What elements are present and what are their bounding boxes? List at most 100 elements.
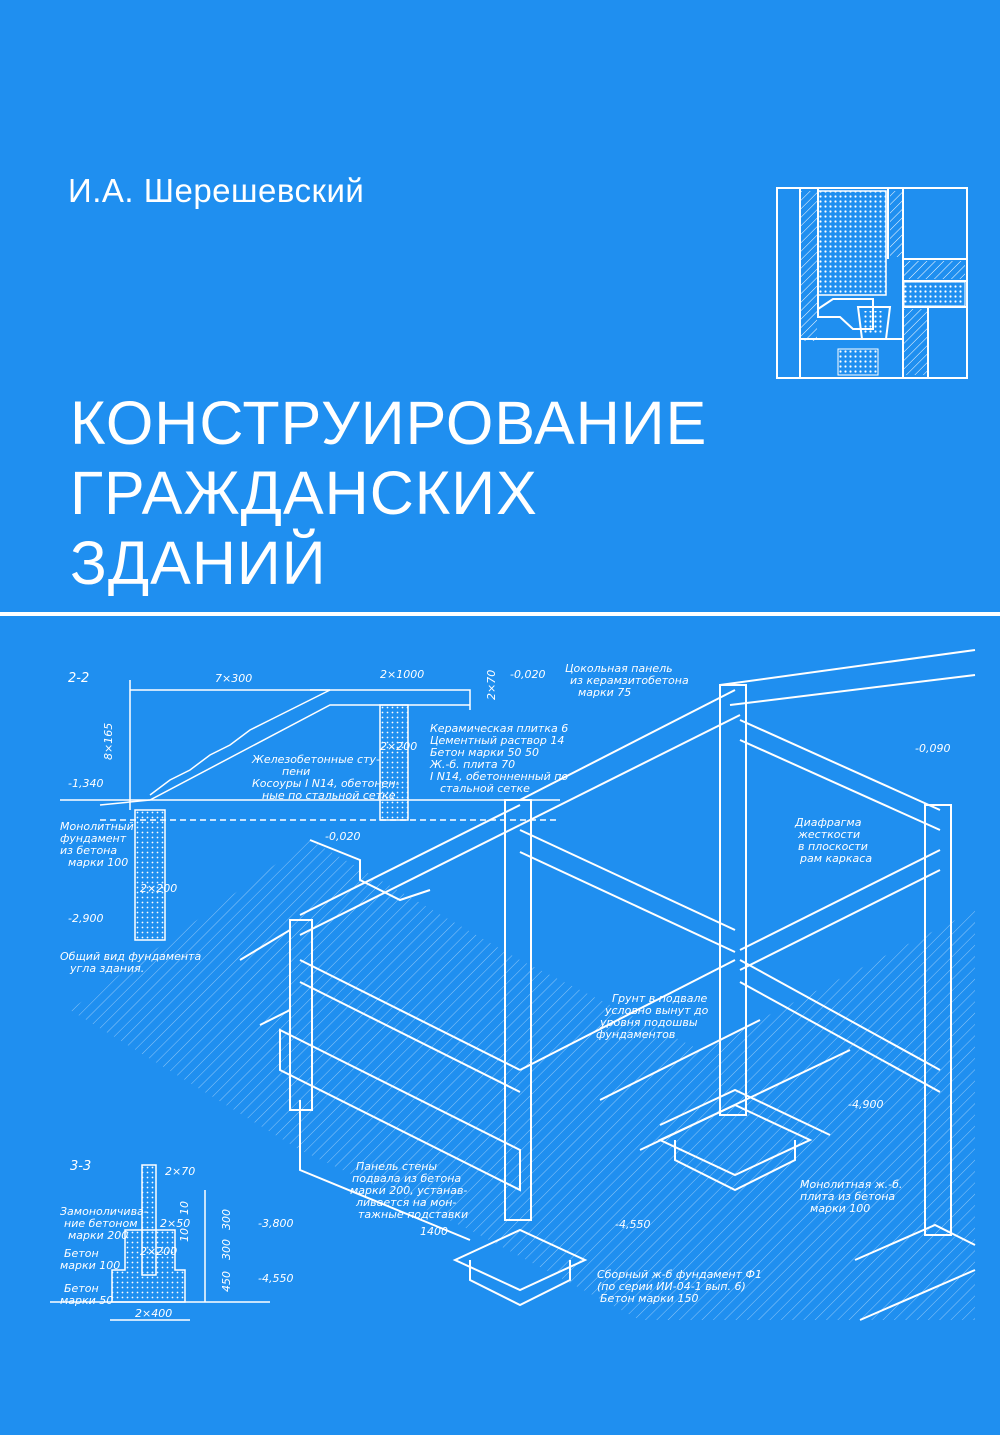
dim-2x200-c: 2×200 (140, 1245, 177, 1258)
level-1340: -1,340 (68, 777, 103, 790)
svg-text:(по серии ИИ-04-1 вып. 6): (по серии ИИ-04-1 вып. 6) (597, 1280, 746, 1293)
svg-text:из керамзитобетона: из керамзитобетона (570, 674, 689, 687)
dim-300-b: 300 (220, 1239, 233, 1260)
note-stairs: Железобетонные сту- пени Косоуры I N14, … (251, 753, 400, 802)
section-3-3-drawing (50, 1164, 270, 1321)
svg-text:тажные подставки: тажные подставки (358, 1208, 468, 1221)
svg-text:угла здания.: угла здания. (69, 962, 144, 975)
drawing-labels: 2-2 3-3 7×300 2×1000 8×165 2×200 2×200 2… (60, 662, 950, 1320)
svg-text:условно вынут до: условно вынут до (604, 1004, 709, 1017)
author-name: И.А. Шерешевский (68, 172, 365, 209)
note-ground: Грунт в подвале условно вынут до уровня … (596, 992, 709, 1041)
dim-2x200-a: 2×200 (380, 740, 417, 753)
note-slab: Монолитная ж.-б. плита из бетона марки 1… (800, 1178, 902, 1215)
frame-structure (239, 649, 976, 1321)
dim-450: 450 (220, 1271, 233, 1292)
section-2-2-label: 2-2 (68, 671, 89, 686)
level-3800: -3,800 (258, 1217, 293, 1230)
svg-text:марки 200: марки 200 (68, 1229, 128, 1242)
note-precast: Сборный ж-б фундамент Ф1 (по серии ИИ-04… (597, 1268, 762, 1305)
dim-8x165: 8×165 (102, 723, 115, 760)
svg-text:Бетон марки 50 50: Бетон марки 50 50 (430, 746, 539, 759)
level-4900: -4,900 (848, 1098, 883, 1111)
dim-10-b: 10 (178, 1228, 191, 1242)
wall-joint-detail-drawing (776, 187, 968, 379)
svg-text:Бетон: Бетон (64, 1247, 99, 1260)
svg-text:пени: пени (282, 765, 310, 778)
svg-text:Монолитный: Монолитный (60, 820, 134, 833)
svg-text:уровня подошвы: уровня подошвы (599, 1016, 698, 1029)
svg-text:Панель стены: Панель стены (356, 1160, 437, 1173)
note-concrete-200: Замоноличива- ние бетоном марки 200 (60, 1205, 148, 1242)
svg-text:Цементный раствор 14: Цементный раствор 14 (430, 734, 564, 747)
level-2900: -2,900 (68, 912, 103, 925)
level-0020-b: -0,020 (325, 830, 360, 843)
svg-text:Керамическая плитка 6: Керамическая плитка 6 (430, 722, 568, 735)
note-concrete-50: Бетон марки 50 (60, 1282, 113, 1307)
svg-text:Сборный ж-б фундамент Ф1: Сборный ж-б фундамент Ф1 (597, 1268, 762, 1281)
svg-text:стальной сетке: стальной сетке (440, 782, 530, 795)
svg-text:марки 50: марки 50 (60, 1294, 113, 1307)
dim-7x300: 7×300 (215, 672, 252, 685)
svg-text:марки 100: марки 100 (68, 856, 128, 869)
note-panel: Панель стены подвала из бетона марки 200… (350, 1160, 468, 1221)
svg-text:фундамент: фундамент (60, 832, 127, 845)
svg-text:плита из бетона: плита из бетона (800, 1190, 895, 1203)
svg-text:марки 100: марки 100 (810, 1202, 870, 1215)
svg-text:ливается на мон-: ливается на мон- (355, 1196, 456, 1209)
note-diaphragm: Диафрагма жесткости в плоскости рам карк… (794, 816, 872, 865)
dim-300-a: 300 (220, 1209, 233, 1230)
dim-10: 10 (178, 1201, 191, 1215)
level-4550-b: -4,550 (258, 1272, 293, 1285)
svg-text:Бетон: Бетон (64, 1282, 99, 1295)
ground-hatch-area (70, 840, 975, 1320)
foundation-drawing-svg: 2-2 3-3 7×300 2×1000 8×165 2×200 2×200 2… (50, 649, 976, 1321)
svg-text:рам каркаса: рам каркаса (799, 852, 872, 865)
svg-text:Железобетонные сту-: Железобетонные сту- (251, 753, 380, 766)
svg-text:Цокольная панель: Цокольная панель (565, 662, 673, 675)
title-line-2: ГРАЖДАНСКИХ (70, 459, 538, 527)
svg-text:Общий вид фундамента: Общий вид фундамента (60, 950, 201, 963)
dim-2x200-b: 2×200 (140, 882, 177, 895)
dim-2x50: 2×50 (160, 1217, 190, 1230)
svg-text:в плоскости: в плоскости (798, 840, 868, 853)
note-concrete-100: Бетон марки 100 (60, 1247, 120, 1272)
level-0020-a: -0,020 (510, 668, 545, 681)
section-2-2-drawing (60, 680, 560, 941)
svg-text:подвала из бетона: подвала из бетона (352, 1172, 461, 1185)
svg-text:Ж.-б. плита 70: Ж.-б. плита 70 (429, 758, 515, 771)
dim-2x70: 2×70 (165, 1165, 195, 1178)
svg-text:Косоуры I N14, обетонен-: Косоуры I N14, обетонен- (252, 777, 400, 790)
svg-text:Диафрагма: Диафрагма (794, 816, 862, 829)
isometric-foundation-drawing: 2-2 3-3 7×300 2×1000 8×165 2×200 2×200 2… (0, 630, 1000, 1430)
svg-text:ние бетоном: ние бетоном (64, 1217, 138, 1230)
svg-text:марки 75: марки 75 (578, 686, 631, 699)
note-corner: Общий вид фундамента угла здания. (60, 950, 201, 975)
dim-2x70-b: 2×70 (485, 670, 498, 700)
section-3-3-label: 3-3 (70, 1159, 91, 1174)
dim-2x1000: 2×1000 (380, 668, 424, 681)
svg-text:из бетона: из бетона (60, 844, 117, 857)
level-4550-a: -4,550 (615, 1218, 650, 1231)
note-floor: Керамическая плитка 6 Цементный раствор … (429, 722, 568, 795)
title-line-1: КОНСТРУИРОВАНИЕ (70, 389, 708, 457)
book-title: КОНСТРУИРОВАНИЕ ГРАЖДАНСКИХ ЗДАНИЙ (70, 388, 707, 598)
svg-text:Грунт в подвале: Грунт в подвале (612, 992, 707, 1005)
svg-text:жесткости: жесткости (797, 828, 860, 841)
svg-text:Замоноличива-: Замоноличива- (60, 1205, 148, 1218)
title-divider-line (0, 612, 1000, 616)
svg-text:марки 200, устанав-: марки 200, устанав- (350, 1184, 467, 1197)
level-0090: -0,090 (915, 742, 950, 755)
svg-text:Монолитная ж.-б.: Монолитная ж.-б. (800, 1178, 902, 1191)
svg-text:I N14, обетонненный по: I N14, обетонненный по (430, 770, 568, 783)
title-line-3: ЗДАНИЙ (70, 529, 327, 597)
dim-2x400: 2×400 (135, 1307, 172, 1320)
svg-text:ные по стальной сетке: ные по стальной сетке (262, 789, 396, 802)
svg-text:фундаментов: фундаментов (596, 1028, 675, 1041)
dim-1400: 1400 (420, 1225, 448, 1238)
note-monolith: Монолитный фундамент из бетона марки 100 (60, 820, 134, 869)
wall-joint-detail-svg (799, 189, 966, 377)
svg-text:Бетон марки 150: Бетон марки 150 (600, 1292, 698, 1305)
note-plinth: Цокольная панель из керамзитобетона марк… (565, 662, 689, 699)
